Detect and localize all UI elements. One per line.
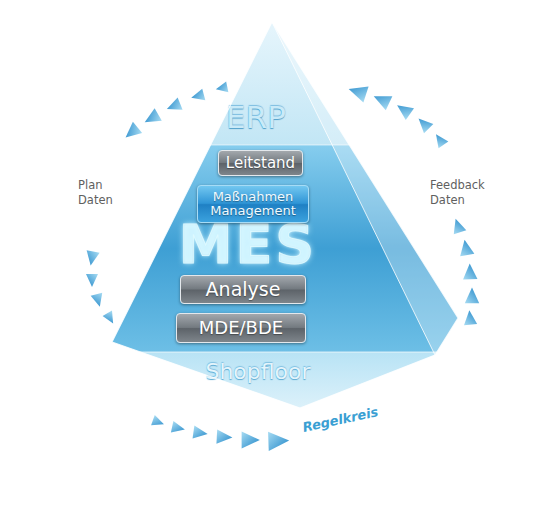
arrow-triangle (164, 97, 182, 115)
arrow-triangle (121, 122, 142, 143)
layer-fill (112, 22, 458, 145)
arrow-triangle (151, 415, 166, 429)
layer-divider (140, 352, 437, 353)
arrow-triangle (465, 288, 479, 304)
pyramid-edge (272, 22, 435, 355)
layer-title: ERP (196, 100, 316, 134)
arrow-triangle (171, 421, 186, 435)
module-box: Leitstand (218, 150, 303, 176)
flow-label: Feedback Daten (430, 178, 492, 208)
flow-label: Plan Daten (78, 178, 120, 208)
arrow-triangle (216, 429, 232, 444)
side-face (272, 22, 458, 145)
arrow-triangle (103, 311, 118, 327)
arrow-triangle (190, 89, 206, 104)
arrow-triangle (91, 293, 106, 309)
layer-fill (112, 352, 458, 408)
mes-layer: MES LeitstandMaßnahmen ManagementAnalyseM… (112, 145, 458, 352)
arrow-triangle (393, 99, 414, 120)
arrow-triangle (370, 89, 392, 110)
arrow-triangle (449, 217, 466, 235)
module-name: Leitstand (223, 155, 298, 172)
arrow-triangle (215, 82, 229, 95)
module-name: MDE/BDE (196, 318, 286, 338)
layer-divider (210, 145, 349, 146)
arrow-triangle (431, 131, 448, 149)
pyramid-edge (112, 22, 458, 408)
arrow-triangle (463, 310, 477, 325)
arrow-triangle (346, 81, 369, 103)
arrow-triangle (463, 263, 478, 279)
arrow-triangle (86, 274, 98, 287)
module-box: MDE/BDE (176, 313, 306, 343)
layer-title: Shopfloor (188, 360, 328, 384)
cycle-label: Regelkreis (301, 401, 393, 436)
arrow-triangle (84, 250, 99, 266)
module-box: Analyse (180, 275, 306, 304)
side-face (272, 352, 458, 355)
erp-layer: ERP (112, 22, 458, 145)
arrow-triangle (414, 114, 433, 133)
shopfloor-layer: Shopfloor (112, 352, 458, 408)
arrow-triangle (268, 431, 289, 451)
module-box: Maßnahmen Management (197, 185, 309, 223)
arrow-triangle (141, 108, 162, 128)
layer-title: MES (148, 215, 348, 274)
arrow-triangle (242, 432, 260, 449)
arrow-triangle (457, 238, 474, 256)
module-name: Analyse (203, 279, 284, 300)
module-name: Maßnahmen Management (198, 190, 308, 219)
arrow-triangle (193, 426, 209, 441)
